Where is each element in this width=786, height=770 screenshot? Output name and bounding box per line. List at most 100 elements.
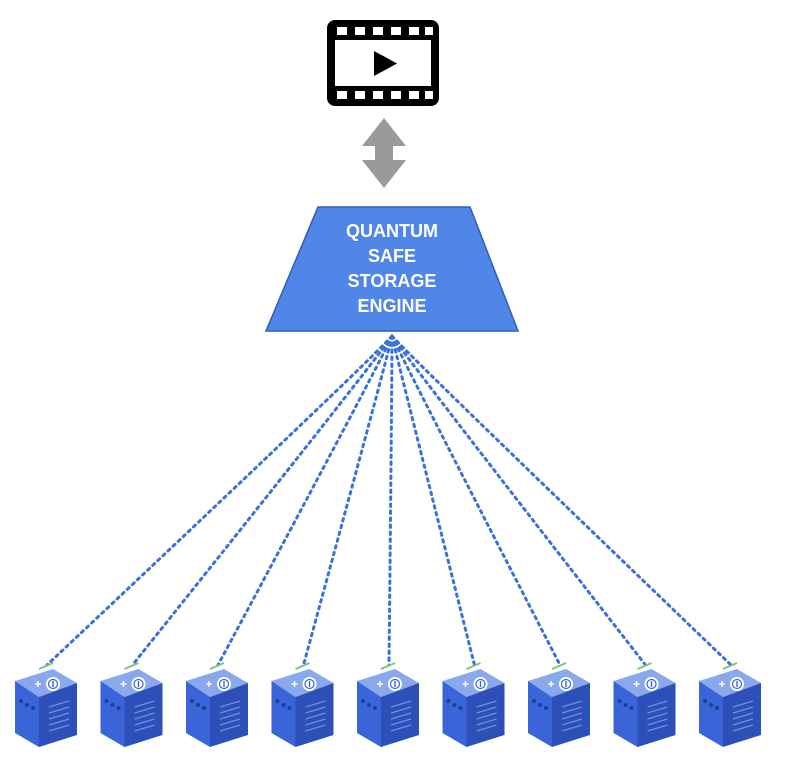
connection-line bbox=[390, 334, 733, 667]
status-light bbox=[458, 706, 463, 710]
vent-line bbox=[48, 724, 70, 732]
status-light bbox=[281, 703, 286, 707]
node-front-face bbox=[699, 681, 723, 747]
vent-line bbox=[48, 706, 70, 714]
vent-line bbox=[476, 718, 497, 726]
node-top-face bbox=[442, 669, 505, 697]
vent-line bbox=[561, 706, 583, 714]
storage-node-icon[interactable] bbox=[357, 662, 419, 747]
node-badge-ring bbox=[47, 678, 59, 690]
status-light bbox=[709, 703, 713, 707]
status-light bbox=[202, 706, 206, 710]
vent-line bbox=[134, 700, 155, 708]
storage-engine-label-line-1: QUANTUM bbox=[346, 221, 438, 241]
vent-line bbox=[219, 706, 241, 714]
vent-line bbox=[561, 712, 583, 720]
status-light bbox=[446, 699, 451, 703]
storage-node-icon[interactable] bbox=[100, 662, 163, 747]
node-front-face bbox=[271, 681, 296, 747]
node-badge-ring bbox=[304, 678, 315, 690]
vent-line bbox=[647, 718, 668, 726]
vent-line bbox=[561, 724, 583, 732]
node-top-face bbox=[699, 669, 761, 697]
antenna-line bbox=[124, 662, 139, 670]
vent-line bbox=[732, 700, 754, 708]
vent-line bbox=[390, 706, 412, 714]
storage-node-icon[interactable] bbox=[15, 662, 77, 747]
vent-line bbox=[48, 700, 70, 708]
storage-nodes bbox=[15, 662, 761, 747]
vent-line bbox=[305, 700, 326, 708]
antenna-line bbox=[551, 662, 567, 670]
node-side-face bbox=[210, 683, 248, 747]
status-light bbox=[452, 703, 457, 707]
node-top-face bbox=[613, 669, 676, 697]
vent-line bbox=[134, 718, 155, 726]
vent-line bbox=[134, 706, 155, 714]
node-side-face bbox=[39, 683, 77, 747]
storage-node-icon[interactable] bbox=[271, 662, 334, 747]
node-side-face bbox=[124, 683, 163, 747]
node-front-face bbox=[528, 681, 552, 747]
antenna-line bbox=[295, 662, 310, 670]
node-front-face bbox=[357, 681, 381, 747]
node-top-face bbox=[100, 669, 163, 697]
status-light bbox=[287, 706, 292, 710]
vent-line bbox=[305, 718, 326, 726]
antenna-line bbox=[466, 662, 481, 670]
status-light bbox=[116, 706, 121, 710]
antenna-line bbox=[637, 662, 652, 670]
node-badge-ring bbox=[475, 678, 486, 690]
vent-line bbox=[732, 718, 754, 726]
vent-line bbox=[390, 712, 412, 720]
node-front-face bbox=[613, 681, 638, 747]
node-top-face bbox=[357, 669, 419, 697]
connection-line bbox=[390, 334, 647, 667]
bidirectional-arrow-icon bbox=[362, 118, 406, 188]
node-side-face bbox=[295, 683, 334, 747]
video-player-icon[interactable] bbox=[327, 20, 439, 106]
storage-engine-shape bbox=[264, 206, 520, 332]
storage-node-icon[interactable] bbox=[442, 662, 505, 747]
antenna-line bbox=[38, 662, 54, 670]
status-light bbox=[19, 699, 23, 703]
status-light bbox=[629, 706, 634, 710]
vent-line bbox=[305, 706, 326, 714]
storage-node-icon[interactable] bbox=[186, 662, 248, 747]
node-top-face bbox=[271, 669, 334, 697]
node-side-face bbox=[723, 683, 761, 747]
status-light bbox=[31, 706, 35, 710]
vent-line bbox=[647, 700, 668, 708]
node-badge-ring bbox=[389, 678, 401, 690]
storage-node-icon[interactable] bbox=[699, 662, 761, 747]
storage-node-icon[interactable] bbox=[613, 662, 676, 747]
status-light bbox=[623, 703, 628, 707]
storage-node-icon[interactable] bbox=[528, 662, 590, 747]
vent-line bbox=[48, 718, 70, 726]
status-light bbox=[25, 703, 29, 707]
vent-line bbox=[732, 712, 754, 720]
storage-engine-label-line-3: STORAGE bbox=[348, 271, 437, 291]
node-top-face bbox=[186, 669, 248, 697]
status-light bbox=[373, 706, 377, 710]
storage-engine[interactable]: QUANTUM SAFE STORAGE ENGINE bbox=[264, 206, 520, 332]
vent-line bbox=[48, 712, 70, 720]
connection-line bbox=[216, 334, 394, 667]
node-side-face bbox=[637, 683, 676, 747]
node-top-face bbox=[15, 669, 77, 697]
vent-line bbox=[390, 718, 412, 726]
vent-line bbox=[134, 712, 155, 720]
antenna-line bbox=[209, 662, 225, 670]
vent-line bbox=[219, 712, 241, 720]
status-light bbox=[532, 699, 536, 703]
connection-line bbox=[131, 334, 394, 667]
vent-line bbox=[561, 700, 583, 708]
node-badge-ring bbox=[218, 678, 230, 690]
antenna-line bbox=[380, 662, 396, 670]
node-front-face bbox=[100, 681, 125, 747]
connection-line bbox=[390, 334, 562, 667]
status-light bbox=[367, 703, 371, 707]
node-badge-ring bbox=[646, 678, 657, 690]
vent-line bbox=[476, 706, 497, 714]
status-light bbox=[715, 706, 719, 710]
